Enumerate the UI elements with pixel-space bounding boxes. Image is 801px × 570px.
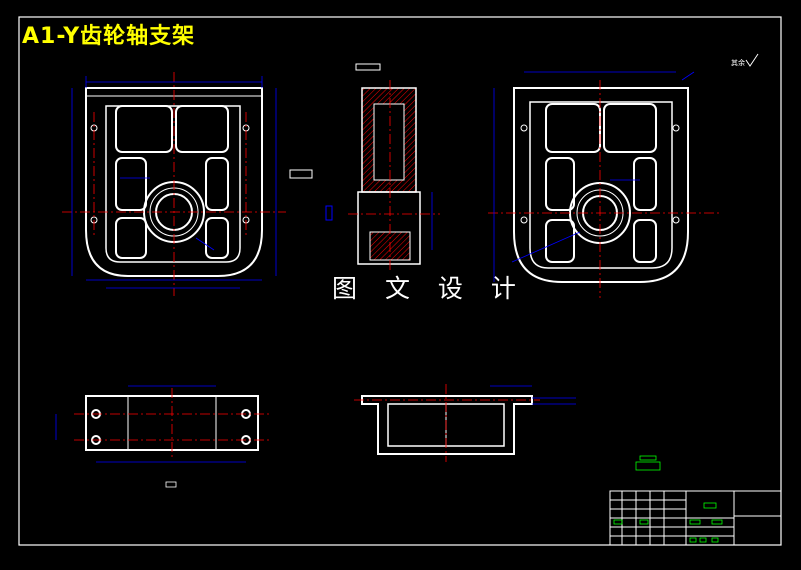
roughness-symbol [745,53,759,67]
front-view-centerlines [62,72,286,296]
flange-section-dimensions [490,385,576,405]
front-view-dimensions [71,76,277,289]
tolerance-note [635,455,661,471]
flange-section-centerlines [354,384,540,462]
top-view [85,395,259,451]
top-view-centerlines [74,388,270,458]
right-view-centerlines [488,80,720,298]
flange-section-view [361,395,533,455]
side-section-view [289,63,440,270]
title-block-fields [613,502,723,543]
roughness-note: 其余 [731,59,745,67]
right-view [513,87,689,283]
drawing-title: A1-Y齿轮轴支架 [22,24,196,49]
title-block [609,490,782,546]
top-view-dimensions [55,385,246,488]
watermark-text: 图 文 设 计 [332,274,526,303]
right-view-dimensions [493,71,695,282]
sheet-border [18,16,782,546]
